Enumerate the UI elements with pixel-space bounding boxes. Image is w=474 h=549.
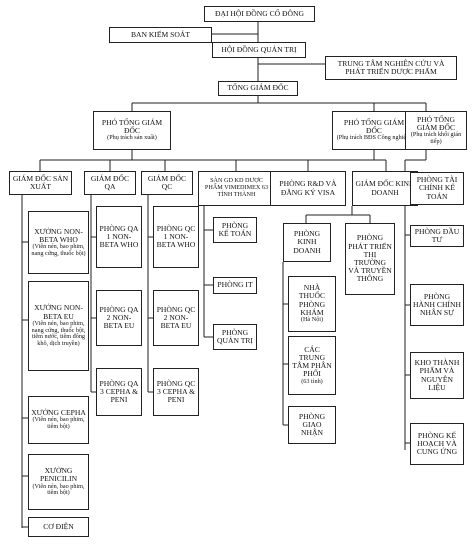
phong-quan-tri: PHÒNG QUẢN TRỊ xyxy=(213,324,257,350)
node-label: PHÒNG TÀI CHÍNH KẾ TOÁN xyxy=(416,175,458,201)
phong-qa-1: PHÒNG QA 1 NON-BETA WHO xyxy=(96,206,142,268)
phong-ke-toan: PHÒNG KẾ TOÁN xyxy=(213,217,257,243)
giam-doc-qa: GIÁM ĐỐC QA xyxy=(84,171,136,195)
pho-tong-giam-doc-san-xuat: PHÓ TỔNG GIÁM ĐỐC(Phụ trách sản xuất) xyxy=(93,111,171,150)
xuong-non-beta-eu: XƯỞNG NON-BETA EU(Viên nén, bao phim, na… xyxy=(28,281,89,371)
node-label: PHÒNG QA 1 NON-BETA WHO xyxy=(99,223,139,250)
co-dien: CƠ ĐIỆN xyxy=(28,517,89,537)
node-label: PHÒNG QA 3 CEPHA & PENI xyxy=(99,378,139,405)
node-label: PHÒNG QC 1 NON-BETA WHO xyxy=(156,223,196,250)
node-sublabel: (Viên nén, bao phim, nang cứng, thuốc bộ… xyxy=(31,243,86,257)
dai-hoi-dong-co-dong: ĐẠI HỘI ĐỒNG CỔ ĐÔNG xyxy=(204,6,315,22)
node-label: PHÒNG KINH DOANH xyxy=(293,229,321,255)
giam-doc-kinh-doanh: GIÁM ĐỐC KINH DOANH xyxy=(352,171,418,206)
kho-thanh-pham-nguyen-lieu: KHO THÀNH PHẨM VÀ NGUYÊN LIỆU xyxy=(410,352,464,399)
node-label: HỘI ĐỒNG QUẢN TRỊ xyxy=(221,44,297,54)
node-label: PHÒNG GIAO NHẬN xyxy=(298,411,326,438)
node-label: GIÁM ĐỐC SẢN XUẤT xyxy=(12,173,69,191)
phong-kinh-doanh: PHÒNG KINH DOANH xyxy=(283,223,331,262)
node-label: PHÒNG PHÁT TRIỂN THỊ TRƯỜNG VÀ TRUYỀN TH… xyxy=(348,233,392,284)
node-label: PHÒNG ĐẦU TƯ xyxy=(414,226,460,244)
node-label: PHÓ TỔNG GIÁM ĐỐC xyxy=(343,117,405,136)
node-label: TỔNG GIÁM ĐỐC xyxy=(227,83,289,93)
node-label: PHÒNG QC 2 NON-BETA EU xyxy=(156,304,196,331)
xuong-cepha: XƯỞNG CEPHA(Viên nén, bao phim, tiêm bột… xyxy=(28,396,89,444)
node-label: NHÀ THUỐC PHÒNG KHÁM xyxy=(298,283,326,317)
trung-tam-nghien-cuu: TRUNG TÂM NGHIÊN CỨU VÀ PHÁT TRIỂN DƯỢC … xyxy=(325,56,457,80)
node-sublabel: (Phụ trách khối gián tiếp) xyxy=(410,131,462,145)
hoi-dong-quan-tri: HỘI ĐỒNG QUẢN TRỊ xyxy=(212,42,306,58)
ban-kiem-soat: BAN KIỂM SOÁT xyxy=(109,27,212,43)
xuong-non-beta-who: XƯỞNG NON-BETA WHO(Viên nén, bao phim, n… xyxy=(28,211,89,274)
phong-phat-trien-thi-truong: PHÒNG PHÁT TRIỂN THỊ TRƯỜNG VÀ TRUYỀN TH… xyxy=(345,223,395,295)
node-label: GIÁM ĐỐC QA xyxy=(90,173,130,191)
node-label: PHÒNG KẾ TOÁN xyxy=(218,220,252,238)
phong-dau-tu: PHÒNG ĐẦU TƯ xyxy=(410,225,464,247)
nha-thuoc-phong-kham: NHÀ THUỐC PHÒNG KHÁM(Hà Nội) xyxy=(288,276,336,332)
node-label: PHÒNG HÀNH CHÍNH NHÂN SỰ xyxy=(413,291,461,318)
node-label: XƯỞNG CEPHA xyxy=(31,408,86,418)
node-sublabel: (Viên nén, bao phim, nang cứng, thuốc bộ… xyxy=(31,319,86,347)
node-sublabel: (Viên nén, bao phim, tiêm bột) xyxy=(32,416,85,431)
phong-it: PHÒNG IT xyxy=(213,277,257,294)
node-label: KHO THÀNH PHẨM VÀ NGUYÊN LIỆU xyxy=(414,358,460,392)
giam-doc-qc: GIÁM ĐỐC QC xyxy=(141,171,193,195)
node-label: PHÓ TỔNG GIÁM ĐỐC xyxy=(101,117,163,136)
phong-giao-nhan: PHÒNG GIAO NHẬN xyxy=(288,406,336,444)
node-sublabel: (Hà Nội) xyxy=(300,316,324,324)
phong-qa-3: PHÒNG QA 3 CEPHA & PENI xyxy=(96,368,142,416)
node-label: SÀN GD KD DƯỢC PHẨM VIMEDIMEX 63 TỈNH TH… xyxy=(204,177,269,198)
node-sublabel: (63 tỉnh) xyxy=(301,377,323,385)
tong-giam-doc: TỔNG GIÁM ĐỐC xyxy=(218,81,298,96)
cac-trung-tam-phan-phoi: CÁC TRUNG TÂM PHÂN PHỐI(63 tỉnh) xyxy=(288,336,336,395)
san-giao-dich-kd: SÀN GD KD DƯỢC PHẨM VIMEDIMEX 63 TỈNH TH… xyxy=(198,171,275,206)
phong-hanh-chinh-nhan-su: PHÒNG HÀNH CHÍNH NHÂN SỰ xyxy=(410,284,464,326)
giam-doc-san-xuat: GIÁM ĐỐC SẢN XUẤT xyxy=(9,171,72,195)
node-label: BAN KIỂM SOÁT xyxy=(130,29,191,39)
node-label: PHÒNG KẾ HOẠCH VÀ CUNG ỨNG xyxy=(416,430,458,457)
node-label: PHÒNG QC 3 CEPHA & PENI xyxy=(156,378,196,405)
node-label: TRUNG TÂM NGHIÊN CỨU VÀ PHÁT TRIỂN DƯỢC … xyxy=(337,58,445,76)
node-label: ĐẠI HỘI ĐỒNG CỔ ĐÔNG xyxy=(214,8,304,18)
node-label: GIÁM ĐỐC QC xyxy=(147,173,187,191)
node-label: PHÒNG IT xyxy=(217,280,253,290)
node-label: PHÒNG QUẢN TRỊ xyxy=(217,327,253,345)
node-sublabel: (Phụ trách BĐS Công nghiệp) xyxy=(336,134,412,142)
node-sublabel: (Viên nén, bao phim, tiêm bột) xyxy=(32,482,85,497)
phong-tai-chinh-ke-toan: PHÒNG TÀI CHÍNH KẾ TOÁN xyxy=(410,172,464,205)
node-label: XƯỞNG NON-BETA EU xyxy=(34,303,83,321)
xuong-penicilin: XƯỞNG PENICILIN(Viên nén, bao phim, tiêm… xyxy=(28,454,89,510)
node-label: PHÓ TỔNG GIÁM ĐỐC xyxy=(416,114,456,132)
node-label: XƯỞNG NON-BETA WHO xyxy=(34,226,83,244)
phong-ke-hoach-cung-ung: PHÒNG KẾ HOẠCH VÀ CUNG ỨNG xyxy=(410,423,464,465)
node-label: XƯỞNG PENICILIN xyxy=(39,466,78,484)
pho-tong-giam-doc-gian-tiep: PHÓ TỔNG GIÁM ĐỐC(Phụ trách khối gián ti… xyxy=(405,111,467,150)
phong-rd-dang-ky-visa: PHÒNG R&D VÀ ĐĂNG KÝ VISA xyxy=(270,171,346,206)
pho-tong-giam-doc-bds: PHÓ TỔNG GIÁM ĐỐC(Phụ trách BĐS Công ngh… xyxy=(332,111,416,150)
node-label: PHÒNG QA 2 NON-BETA EU xyxy=(99,304,139,331)
phong-qc-1: PHÒNG QC 1 NON-BETA WHO xyxy=(153,206,199,268)
node-label: CƠ ĐIỆN xyxy=(43,521,74,531)
phong-qc-2: PHÒNG QC 2 NON-BETA EU xyxy=(153,290,199,346)
node-label: PHÒNG R&D VÀ ĐĂNG KÝ VISA xyxy=(279,179,337,197)
node-label: CÁC TRUNG TÂM PHÂN PHỐI xyxy=(292,344,332,379)
phong-qa-2: PHÒNG QA 2 NON-BETA EU xyxy=(96,290,142,346)
node-label: GIÁM ĐỐC KINH DOANH xyxy=(355,179,415,197)
phong-qc-3: PHÒNG QC 3 CEPHA & PENI xyxy=(153,368,199,416)
node-sublabel: (Phụ trách sản xuất) xyxy=(107,134,157,142)
